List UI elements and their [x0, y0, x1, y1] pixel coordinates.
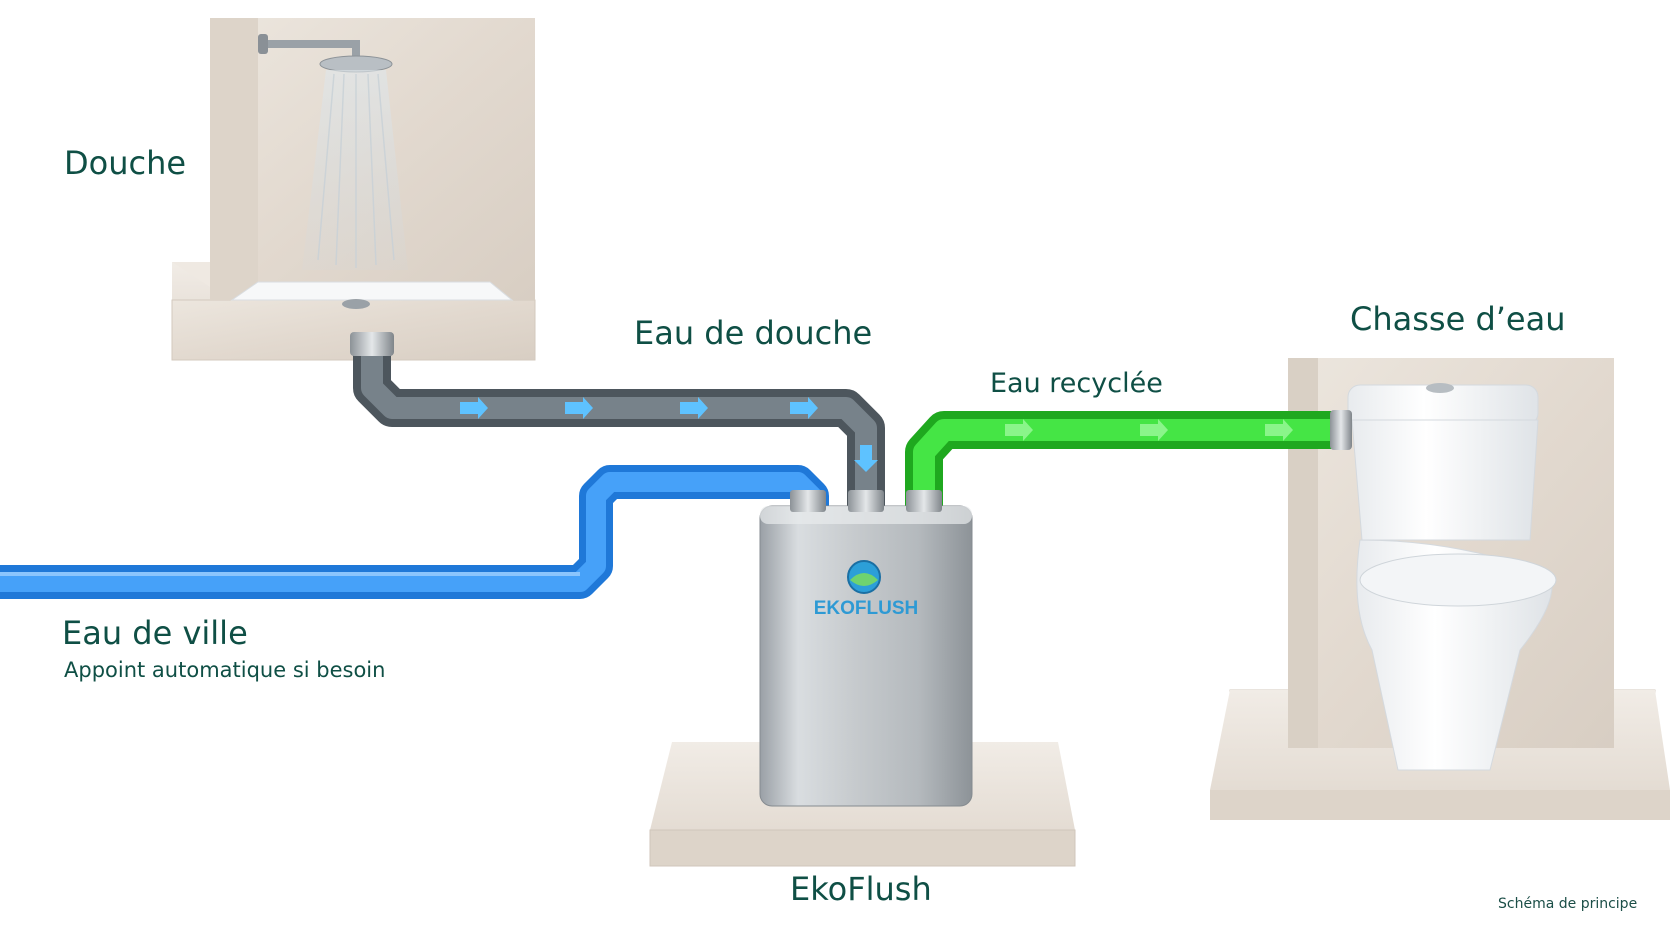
ekoflush-unit: EKOFLUSH — [759, 490, 973, 807]
flow-arrow — [680, 397, 708, 419]
shower-head-icon — [319, 55, 393, 73]
cistern — [1351, 419, 1539, 541]
recycled-water-pipe — [905, 411, 1334, 510]
flow-arrow — [460, 397, 488, 419]
flow-arrow — [565, 397, 593, 419]
flow-arrow — [1005, 419, 1033, 441]
shower-label: Douche — [64, 144, 187, 182]
unit-name-label: EkoFlush — [790, 870, 932, 908]
city-water-pipe — [0, 465, 829, 599]
flow-arrows — [460, 397, 1293, 472]
caption: Schéma de principe — [1498, 896, 1638, 912]
shower-tray — [230, 281, 514, 301]
flow-arrow — [790, 397, 818, 419]
unit-inlet-grey — [848, 490, 884, 512]
shower-arm — [262, 40, 358, 48]
city-water-note: Appoint automatique si besoin — [64, 658, 386, 682]
unit-outlet-recycled — [906, 490, 942, 512]
toilet-illustration — [1210, 358, 1670, 820]
ekoflush-logo-icon — [847, 560, 881, 594]
recycled-water-label: Eau recyclée — [990, 368, 1163, 399]
city-water-label: Eau de ville — [62, 614, 248, 652]
flow-arrow — [1140, 419, 1168, 441]
flush-label: Chasse d’eau — [1350, 300, 1566, 338]
flow-arrow — [854, 445, 878, 472]
flow-arrow — [1265, 419, 1293, 441]
shower-water-label: Eau de douche — [634, 314, 873, 352]
toilet-inlet-fitting — [1330, 410, 1352, 450]
shower-illustration — [171, 18, 536, 361]
unit-logo-text: EKOFLUSH — [814, 598, 919, 619]
unit-inlet-city — [790, 490, 826, 512]
shower-drain-fitting — [350, 332, 394, 356]
shower-water-pipe — [353, 345, 885, 510]
